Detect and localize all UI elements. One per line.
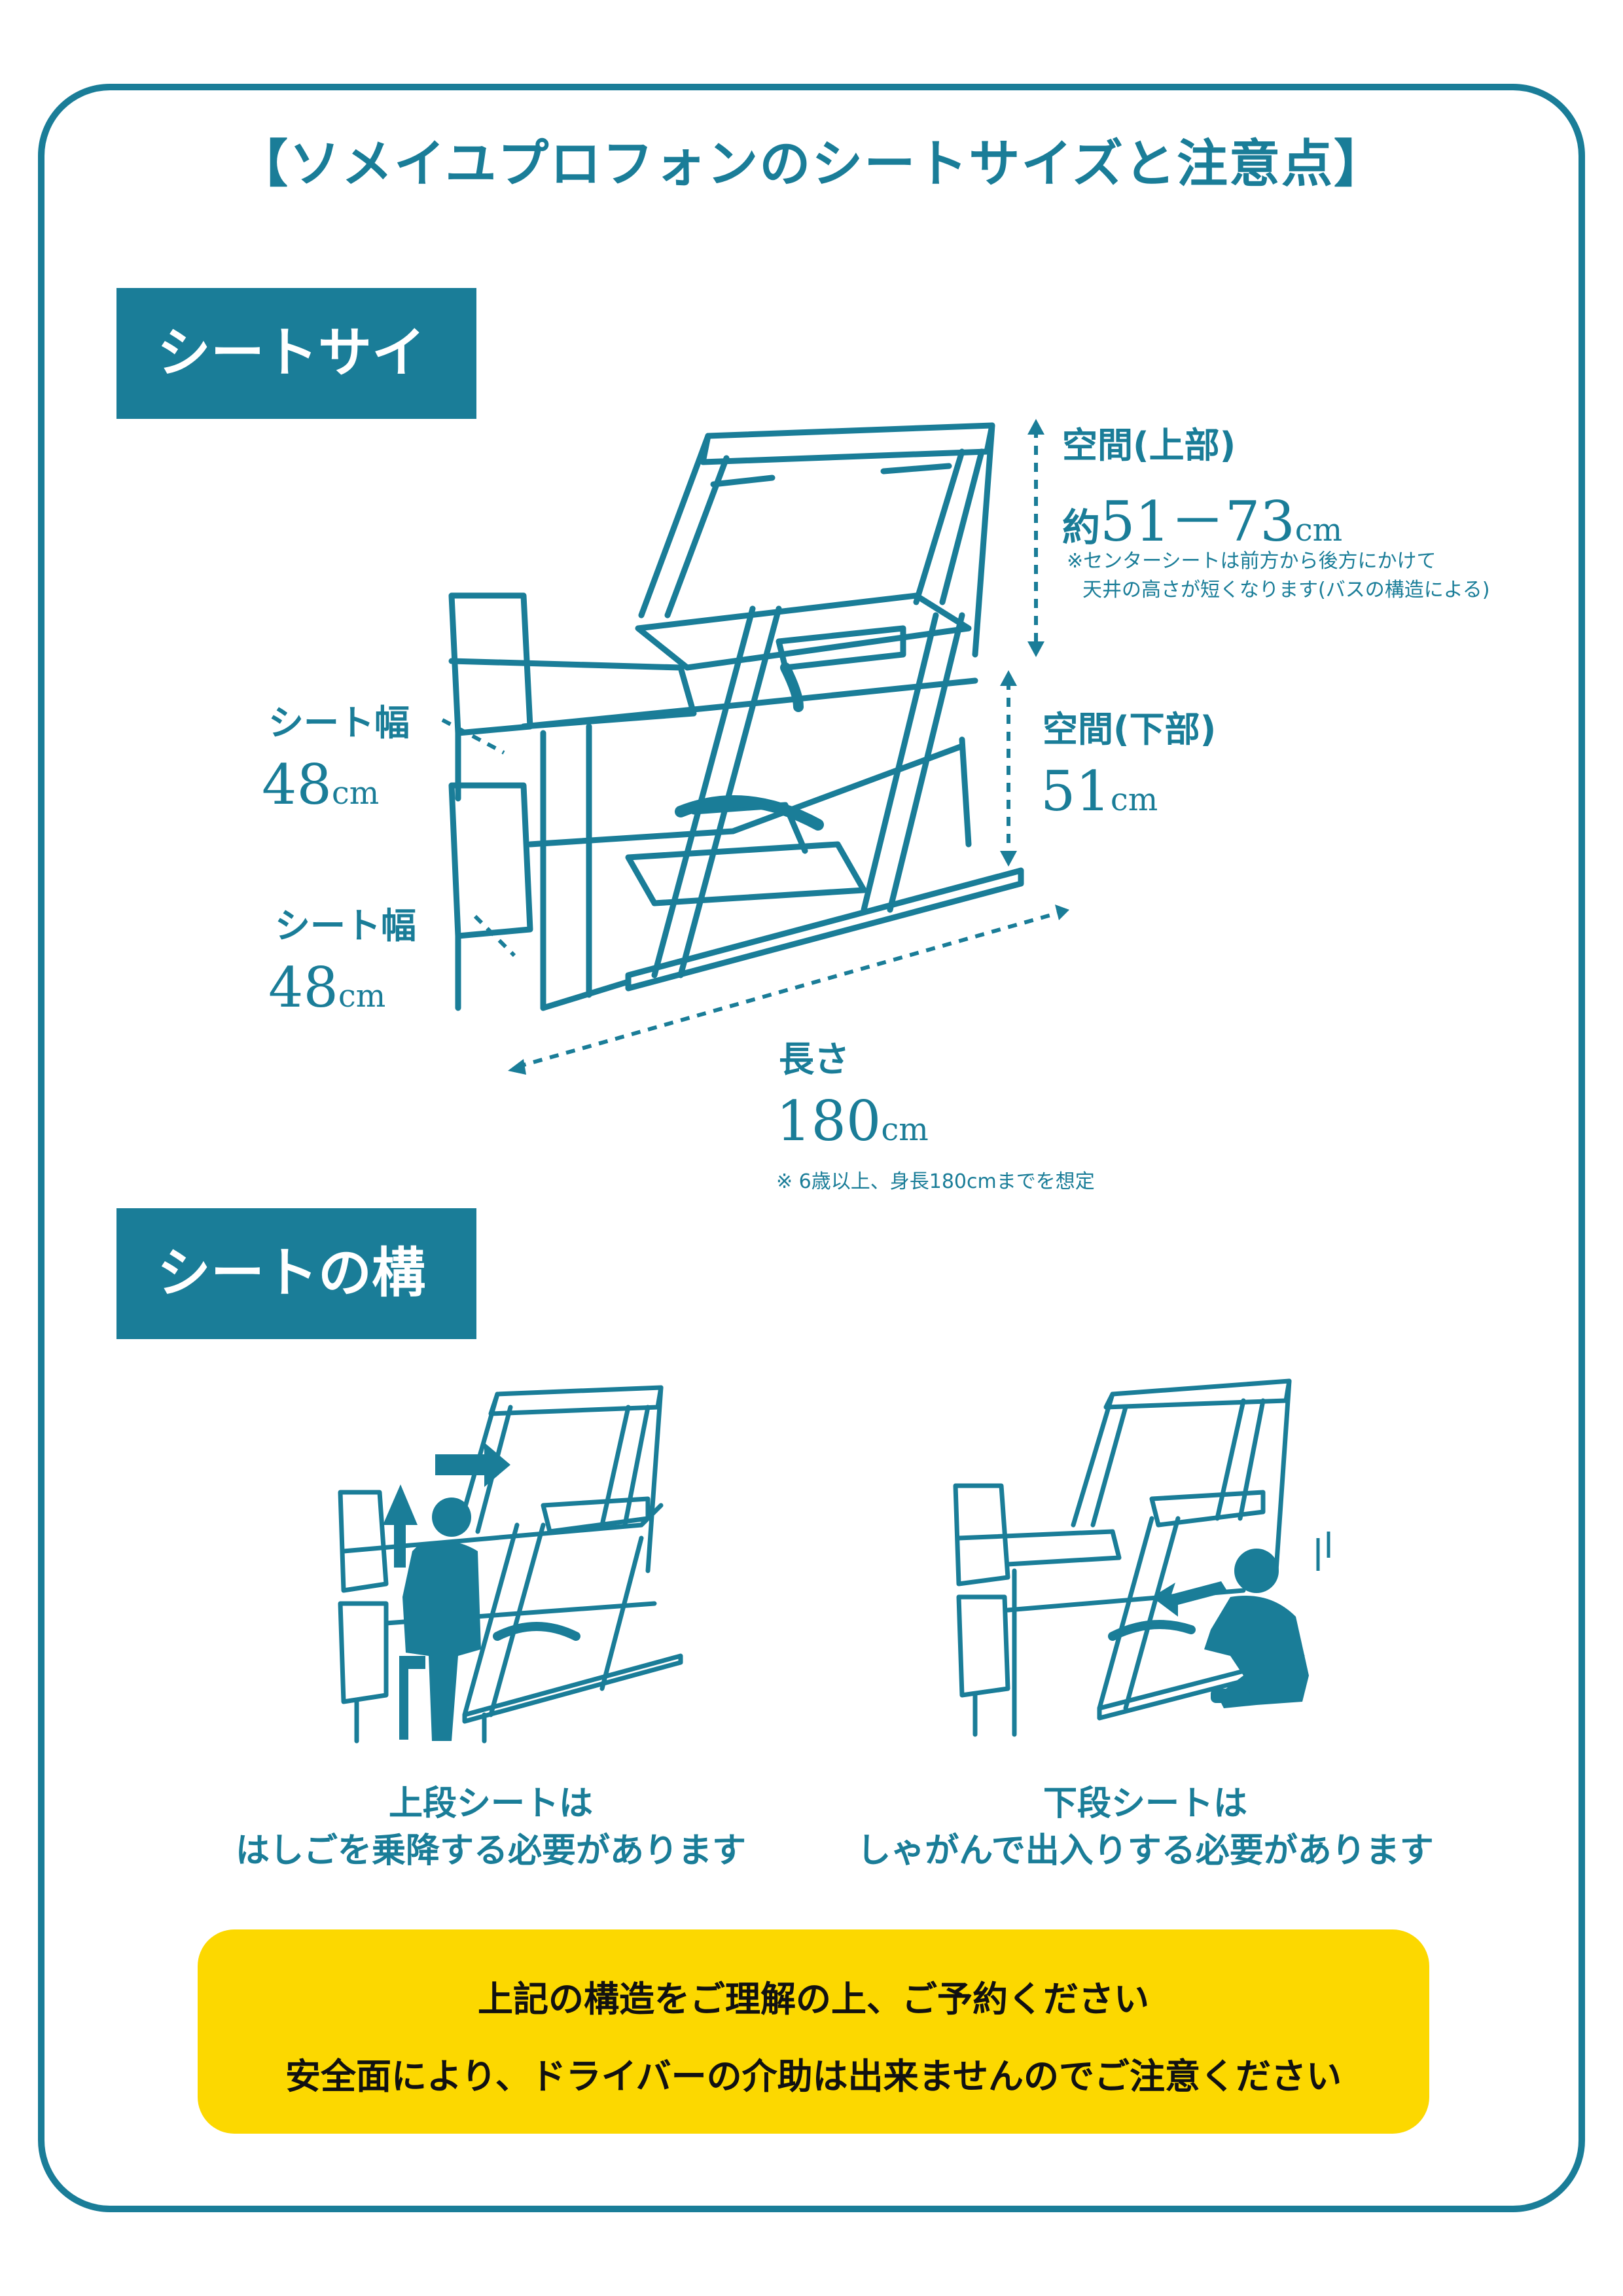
person-climbing-icon xyxy=(399,1498,481,1741)
length-value: 180 xyxy=(776,1089,882,1153)
upper-space-value: 51－73 xyxy=(1100,490,1295,554)
upper-seat-caption: 上段シートは はしごを乗降する必要があります xyxy=(196,1780,785,1874)
upper-space-note-1: ※センターシートは前方から後方にかけて xyxy=(1067,550,1436,573)
notice-line-2: 安全面により、ドライバーの介助は出来ませんのでご注意ください xyxy=(285,2056,1342,2097)
upper-space-unit: cm xyxy=(1294,512,1343,548)
lower-space-unit: cm xyxy=(1110,781,1158,818)
page-title: 【ソメイユプロフォンのシートサイズと注意点】 xyxy=(236,135,1387,194)
length-note: ※ 6歳以上、身長180cmまでを想定 xyxy=(776,1170,1095,1193)
lower-seat-width-unit: cm xyxy=(338,978,386,1014)
lower-space-value: 51 xyxy=(1041,759,1111,823)
section-heading-seat-size: シートサイズ xyxy=(116,288,476,515)
motion-lines xyxy=(1316,1532,1330,1571)
section-heading-seat-structure: シートの構造 xyxy=(116,1208,476,1435)
lower-seat-caption-line2: しゃがんで出入りする必要があります xyxy=(857,1831,1434,1871)
arrow-icon xyxy=(383,1443,510,1568)
length-label: 長さ xyxy=(779,1039,849,1080)
upper-seat-caption-line2: はしごを乗降する必要があります xyxy=(235,1831,746,1871)
length-measure: 180cm xyxy=(776,1089,929,1153)
upper-seat-width-measure: 48cm xyxy=(262,753,379,817)
upper-space-measure: 約51－73cm xyxy=(1062,478,1342,557)
lower-seat-width-label: シート幅 xyxy=(275,905,416,946)
lower-seat-width-measure: 48cm xyxy=(268,956,385,1020)
lower-seat-caption: 下段シートは しゃがんで出入りする必要があります xyxy=(818,1780,1472,1874)
upper-seat-caption-line1: 上段シートは xyxy=(388,1784,593,1823)
page-border xyxy=(38,84,1585,2212)
upper-space-note-2: 天井の高さが短くなります(バスの構造による) xyxy=(1082,579,1490,601)
length-unit: cm xyxy=(881,1111,929,1148)
upper-seat-width-unit: cm xyxy=(331,775,380,812)
upper-space-prefix: 約 xyxy=(1062,505,1101,550)
lower-seat-width-value: 48 xyxy=(268,956,338,1020)
lower-seat-caption-line1: 下段シートは xyxy=(1043,1784,1247,1823)
upper-space-label: 空間(上部) xyxy=(1062,425,1236,466)
upper-seat-width-label: シート幅 xyxy=(268,702,410,744)
person-crouching-icon xyxy=(1204,1549,1309,1708)
upper-seat-width-value: 48 xyxy=(262,753,332,817)
arrow-icon xyxy=(1152,1581,1228,1617)
lower-space-measure: 51cm xyxy=(1041,759,1158,823)
notice-line-1: 上記の構造をご理解の上、ご予約ください xyxy=(478,1979,1149,2020)
notice-banner: 上記の構造をご理解の上、ご予約ください 安全面により、ドライバーの介助は出来ませ… xyxy=(198,1929,1429,2134)
lower-space-label: 空間(下部) xyxy=(1043,709,1217,750)
